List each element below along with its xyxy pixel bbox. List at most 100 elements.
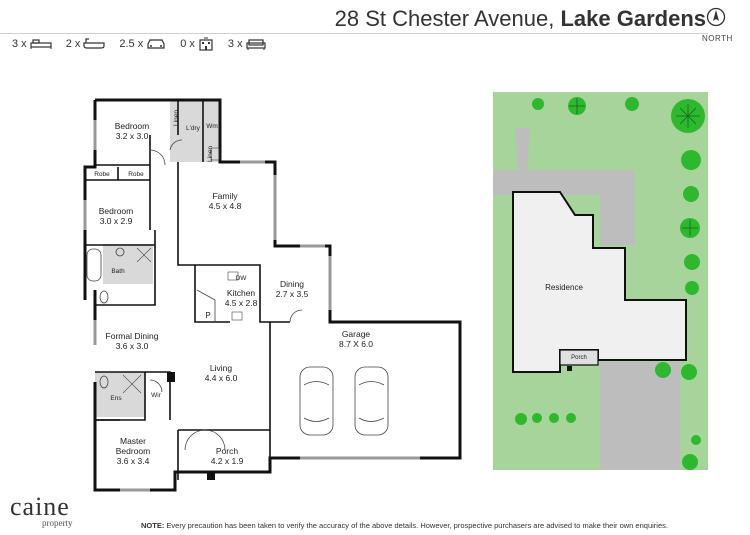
label-wir: Wir — [151, 392, 162, 399]
tree-branches — [676, 104, 700, 128]
room-bedroom-1-name: Bedroom — [115, 121, 150, 131]
room-kitchen-size: 4.5 x 2.8 — [225, 298, 258, 308]
feature-bedrooms: 3 x — [12, 38, 52, 50]
laundry-tub — [210, 147, 220, 161]
feature-parking: 2.5 x — [119, 38, 166, 50]
label-bath: Bath — [111, 268, 125, 275]
agency-logo: caine property — [10, 492, 73, 529]
sink — [227, 271, 239, 281]
feature-summary: 3 x 2 x 2.5 x 0 x 3 x — [12, 37, 266, 51]
kitchen-bench — [196, 289, 216, 322]
car-icon — [147, 39, 165, 49]
site-porch-post — [567, 366, 572, 371]
ensuite-toilet — [99, 375, 109, 389]
tree — [683, 186, 699, 202]
feature-bathrooms: 2 x — [66, 38, 106, 50]
label-ensuite: Ens — [110, 395, 122, 402]
compass-label: NORTH — [702, 34, 733, 43]
site-residence-label: Residence — [545, 283, 583, 292]
agency-name: caine — [10, 492, 70, 521]
shed-path — [515, 128, 530, 170]
bathroom-count: 2 x — [65, 38, 81, 50]
room-garage-size: 8.7 X 6.0 — [339, 339, 373, 349]
site-plan: Residence Porch — [493, 92, 708, 470]
car-2 — [354, 366, 389, 436]
tree-branches — [569, 98, 585, 114]
label-linen-2: Linen — [207, 146, 214, 162]
room-family-size: 4.5 x 4.8 — [209, 201, 242, 211]
toilet — [99, 290, 109, 304]
tree — [681, 150, 701, 170]
note-label: NOTE: — [141, 521, 165, 530]
bath-icon — [83, 38, 105, 49]
door-swing — [289, 309, 303, 323]
room-family-name: Family — [212, 191, 238, 201]
room-living-name: Living — [210, 363, 232, 373]
room-master-size: 3.6 x 3.4 — [117, 456, 150, 466]
floor-plan: Bedroom 3.2 x 3.0 Bedroom 3.0 x 2.9 Fami… — [83, 98, 462, 492]
tree — [549, 413, 559, 423]
car-1-windows — [303, 381, 330, 422]
room-bedroom-1-size: 3.2 x 3.0 — [116, 131, 149, 141]
label-pantry: P — [205, 311, 210, 320]
front-driveway — [600, 362, 680, 470]
feature-study: 0 x — [180, 37, 214, 51]
tree — [691, 435, 701, 445]
tree — [566, 413, 576, 423]
room-bedroom-2-size: 3.0 x 2.9 — [100, 216, 133, 226]
room-formal-dining-size: 3.6 x 3.0 — [116, 341, 149, 351]
car-2-windows — [358, 381, 385, 422]
porch-post — [207, 472, 215, 480]
tree — [625, 97, 639, 111]
door-swing — [169, 139, 183, 151]
wall-kitchen-west — [194, 265, 230, 323]
tree — [655, 362, 671, 378]
room-porch-name: Porch — [216, 446, 238, 456]
room-master-name: Master — [120, 436, 146, 446]
feature-living: 3 x — [228, 37, 266, 51]
north-compass: NORTH — [702, 7, 733, 43]
wall-family-west — [177, 162, 195, 266]
ensuite-shower — [122, 374, 142, 394]
outer-wall — [93, 98, 462, 492]
study-count: 0 x — [180, 38, 195, 50]
tree — [515, 413, 527, 425]
tree — [532, 98, 544, 110]
label-robe-2: Robe — [128, 171, 144, 178]
meter-box — [167, 372, 175, 382]
wall-bath — [95, 230, 156, 306]
room-master-name-2: Bedroom — [116, 446, 151, 456]
parking-count: 2.5 x — [119, 38, 144, 50]
shower — [136, 247, 152, 263]
bed-icon — [30, 39, 52, 49]
bathroom-area — [103, 244, 153, 284]
property-address: 28 St Chester Avenue, Lake Gardens — [335, 6, 706, 32]
basin — [115, 247, 125, 257]
label-linen-1: Linen — [173, 110, 180, 126]
tree — [685, 281, 699, 295]
cooktop — [231, 311, 243, 321]
door-swing — [204, 429, 226, 451]
label-dishwasher: DW — [236, 275, 248, 282]
rear-path — [493, 170, 600, 195]
label-robe-1: Robe — [94, 171, 110, 178]
compass-icon — [706, 7, 726, 27]
bathtub — [86, 248, 102, 282]
room-porch-size: 4.2 x 1.9 — [211, 456, 244, 466]
suburb-name: Lake Gardens — [560, 6, 706, 31]
room-bedroom-2-name: Bedroom — [99, 206, 134, 216]
tree — [682, 454, 698, 470]
room-dining-size: 2.7 x 3.5 — [276, 289, 309, 299]
building-icon — [199, 37, 213, 51]
sofa-icon — [246, 39, 266, 50]
label-washing-machine: Wm — [206, 123, 218, 130]
room-formal-dining-name: Formal Dining — [106, 331, 159, 341]
door-swing — [149, 379, 163, 393]
street-address: 28 St Chester Avenue, — [334, 6, 555, 31]
agency-subtitle: property — [42, 518, 73, 528]
site-porch — [559, 349, 599, 366]
tree-branches — [682, 220, 698, 236]
tree — [681, 364, 697, 380]
bedroom-count: 3 x — [12, 38, 27, 50]
room-kitchen-name: Kitchen — [227, 288, 256, 298]
